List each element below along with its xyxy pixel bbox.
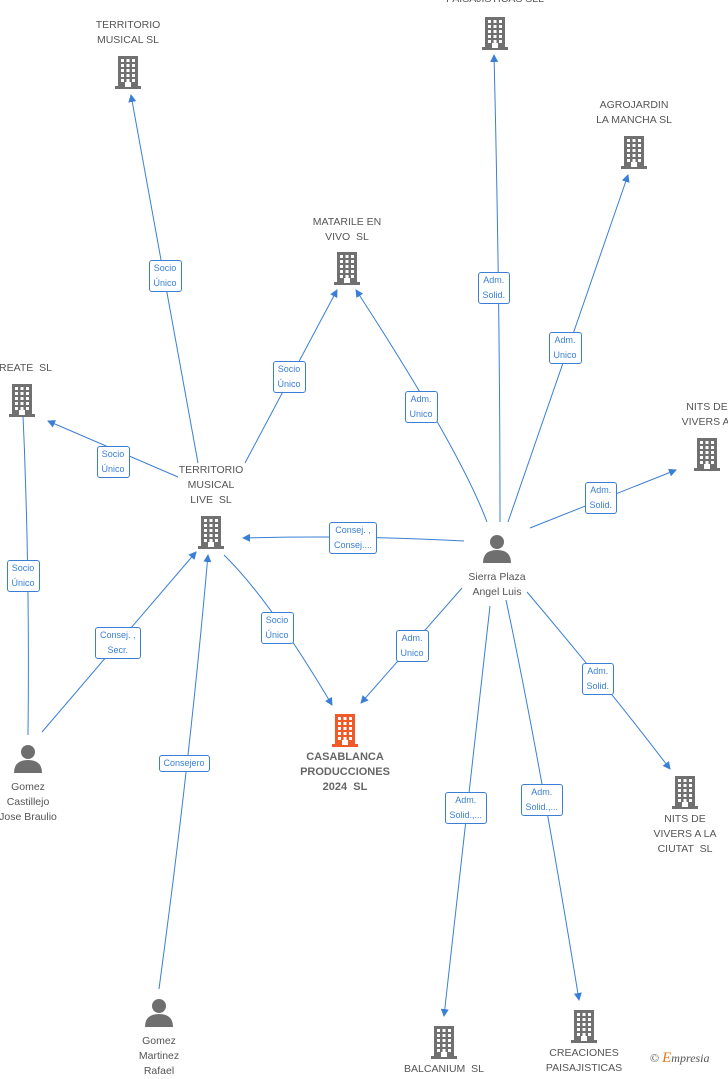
person-icon <box>144 997 174 1032</box>
node-label: Gomez Martinez Rafael <box>138 1035 180 1077</box>
building-icon <box>7 383 37 422</box>
node-territorio-live[interactable]: TERRITORIO MUSICAL LIVE SL <box>151 463 271 508</box>
node-creaciones[interactable]: CREACIONES PAISAJISTICAS <box>524 1046 644 1076</box>
relation-label[interactable]: Adm. Solid. <box>477 272 511 304</box>
node-territorio-musical[interactable]: TERRITORIO MUSICAL SL <box>68 18 188 48</box>
node-label: AGROJARDIN LA MANCHA SL <box>596 99 672 126</box>
building-icon <box>670 775 700 814</box>
node-areate[interactable]: AREATE SL <box>0 361 82 376</box>
node-agrojardin[interactable]: AGROJARDIN LA MANCHA SL <box>574 98 694 128</box>
brand-logo-letter: E <box>662 1050 672 1066</box>
relation-label[interactable]: Socio Único <box>272 361 306 393</box>
relation-label[interactable]: Consej. , Secr. <box>95 627 141 659</box>
node-nits-ciutat[interactable]: NITS DE VIVERS A LA CIUTAT SL <box>625 812 728 857</box>
node-label: Sierra Plaza Angel Luis <box>468 571 526 598</box>
building-icon <box>692 437 722 476</box>
building-icon <box>332 251 362 290</box>
building-icon <box>429 1025 459 1064</box>
building-icon <box>196 515 226 554</box>
building-icon <box>480 16 510 55</box>
relation-edge <box>505 599 582 1001</box>
relation-label[interactable]: Adm. Solid.,... <box>520 784 564 816</box>
node-sierra[interactable]: Sierra Plaza Angel Luis <box>437 570 557 600</box>
building-icon <box>569 1009 599 1048</box>
building-icon <box>330 713 360 752</box>
relation-label[interactable]: Adm. Solid. <box>584 482 618 514</box>
relation-label[interactable]: Socio Único <box>260 612 294 644</box>
brand-logo-text: mpresia <box>671 1051 710 1065</box>
relation-edge <box>158 554 212 990</box>
node-label: MATARILE EN VIVO SL <box>312 216 382 243</box>
relation-label[interactable]: Adm. Unico <box>548 332 582 364</box>
relation-label[interactable]: Socio Único <box>96 446 130 478</box>
relation-label[interactable]: Adm. Solid.,... <box>444 792 488 824</box>
node-label: AREATE SL <box>0 362 52 374</box>
copyright-symbol: © <box>650 1051 660 1065</box>
relation-label[interactable]: Adm. Unico <box>404 391 438 423</box>
node-label: NITS DE VIVERS AI <box>681 401 728 428</box>
node-matarile[interactable]: MATARILE EN VIVO SL <box>287 215 407 245</box>
relation-label[interactable]: Adm. Solid. <box>581 663 615 695</box>
node-casablanca[interactable]: CASABLANCA PRODUCCIONES 2024 SL <box>285 750 405 795</box>
node-label: PAISAJISTICAS SLL <box>435 0 555 7</box>
relation-label[interactable]: Socio Único <box>6 560 40 592</box>
building-icon <box>113 55 143 94</box>
node-paisajisticas-top[interactable]: PAISAJISTICAS SLL <box>435 0 555 7</box>
node-label: Gomez Castillejo Jose Braulio <box>0 781 57 823</box>
node-label: TERRITORIO MUSICAL SL <box>95 19 161 46</box>
relation-label[interactable]: Socio Único <box>148 260 182 292</box>
node-nits-right[interactable]: NITS DE VIVERS AI <box>647 400 728 430</box>
building-icon <box>619 135 649 174</box>
node-label: CASABLANCA PRODUCCIONES 2024 SL <box>300 751 390 793</box>
node-label: CREACIONES PAISAJISTICAS <box>545 1047 623 1074</box>
node-label: TERRITORIO MUSICAL LIVE SL <box>178 464 244 506</box>
person-icon <box>482 533 512 568</box>
relation-label[interactable]: Adm. Unico <box>395 630 429 662</box>
node-label: NITS DE VIVERS A LA CIUTAT SL <box>653 813 717 855</box>
person-icon <box>13 743 43 778</box>
relation-label[interactable]: Consej. , Consej.... <box>329 522 378 554</box>
node-gomez-castillejo[interactable]: Gomez Castillejo Jose Braulio <box>0 780 88 825</box>
relation-label[interactable]: Consejero <box>158 754 210 772</box>
node-gomez-martinez[interactable]: Gomez Martinez Rafael <box>99 1034 219 1079</box>
relation-edge <box>355 289 488 523</box>
empresia-brand[interactable]: © Empresia <box>650 1050 710 1067</box>
